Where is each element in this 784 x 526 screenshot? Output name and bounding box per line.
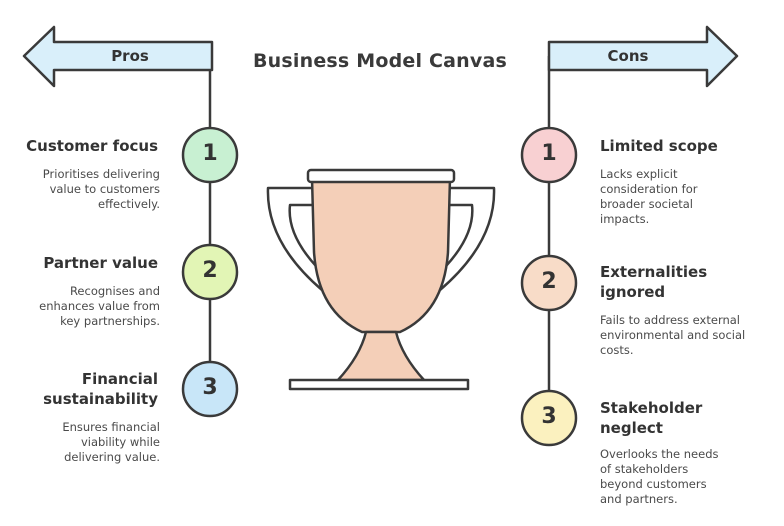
pros-label: Pros: [111, 47, 149, 65]
cons-item-3-text: Overlooks the needs of stakeholders beyo…: [600, 447, 719, 506]
pros-circle-2: [181, 243, 239, 301]
pros-item-3-heading: Financial sustainability: [43, 370, 158, 408]
pros-circle-1: [181, 126, 239, 184]
trophy-icon: [266, 168, 496, 391]
pros-item-3-text: Ensures financial viability while delive…: [62, 420, 160, 464]
cons-circle-1: [520, 126, 578, 184]
pros-number-3: 3: [202, 375, 218, 400]
pros-item-2-heading: Partner value: [43, 254, 158, 272]
pros-item-2-text: Recognises and enhances value from key p…: [39, 284, 160, 328]
cons-item-1-text: Lacks explicit consideration for broader…: [600, 167, 698, 226]
cons-number-3: 3: [541, 404, 557, 429]
pros-number-2: 2: [202, 258, 218, 283]
cons-label: Cons: [607, 47, 649, 65]
pros-item-1-text: Prioritises delivering value to customer…: [42, 167, 160, 211]
pros-item-1-heading: Customer focus: [26, 137, 158, 155]
cons-item-1-heading: Limited scope: [600, 137, 718, 155]
cons-circle-3: [520, 389, 578, 447]
cons-item-2-text: Fails to address external environmental …: [600, 313, 746, 357]
pros-number-1: 1: [202, 141, 218, 166]
pros-circle-3: [181, 360, 239, 418]
page-title: Business Model Canvas: [252, 50, 508, 72]
cons-number-2: 2: [541, 269, 557, 294]
cons-item-2-heading: Externalities ignored: [600, 263, 708, 301]
cons-item-3-heading: Stakeholder neglect: [600, 399, 703, 437]
pros-arrow: [22, 25, 214, 88]
cons-number-1: 1: [541, 141, 557, 166]
cons-circle-2: [520, 254, 578, 312]
cons-arrow: [547, 25, 739, 88]
